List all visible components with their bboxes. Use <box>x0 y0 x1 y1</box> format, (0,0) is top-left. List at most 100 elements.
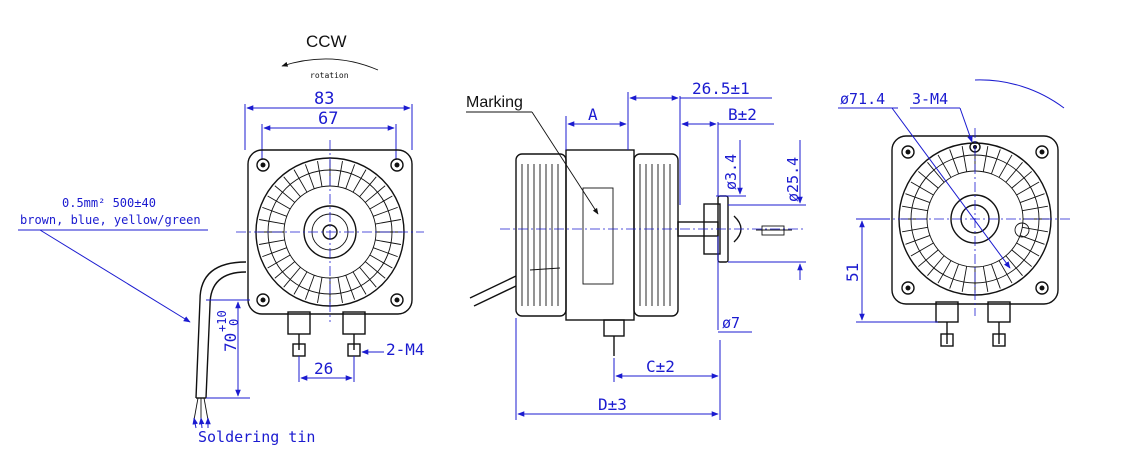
fin-line <box>1005 162 1023 183</box>
dim-strip-tol-upper: +10 <box>215 310 229 332</box>
fin-line <box>337 277 343 303</box>
fin-line <box>352 271 367 295</box>
fin-line <box>961 146 968 172</box>
front-mount-holes <box>256 158 404 307</box>
fin-line <box>949 149 960 175</box>
fin-line <box>1011 249 1032 267</box>
fin-line <box>375 219 401 225</box>
front-terminals <box>287 311 366 357</box>
wire-colors: brown, blue, yellow/green <box>20 213 201 227</box>
dim-shaft: ø7 <box>722 314 740 332</box>
fin-line <box>369 195 393 210</box>
fin-line <box>1022 205 1048 212</box>
fin-line <box>359 266 377 288</box>
fin-line <box>262 247 287 258</box>
dim-c: C±2 <box>646 357 675 376</box>
fin-line <box>259 239 285 245</box>
rotation-arrow <box>281 58 379 71</box>
dim-67: 67 <box>318 109 338 129</box>
dim-83: 83 <box>314 89 334 109</box>
fin-line <box>369 254 393 269</box>
fin-line <box>293 169 308 193</box>
fin-line <box>1016 242 1040 257</box>
dim-terminal-pitch: 26 <box>314 359 333 378</box>
dim-strip-length: 70 <box>221 333 240 352</box>
fin-line <box>345 164 356 189</box>
fin-line <box>927 162 945 183</box>
fin-line <box>990 149 1001 175</box>
marking-label: Marking <box>466 94 523 111</box>
fin-line <box>937 154 952 178</box>
dim-mount-thread: 3-M4 <box>912 90 948 108</box>
dim-height: 51 <box>843 263 862 282</box>
fin-line <box>274 185 296 203</box>
side-cooling-fins <box>521 164 671 306</box>
fin-line <box>910 181 934 196</box>
fin-line <box>905 193 931 204</box>
fin-line <box>317 277 323 303</box>
fin-line <box>1011 171 1032 189</box>
fin-line <box>373 206 398 217</box>
fin-line <box>259 219 285 225</box>
fin-line <box>373 247 398 258</box>
front-cooling-fins <box>258 160 402 304</box>
fin-line <box>998 260 1013 284</box>
fin-line <box>1016 181 1040 196</box>
fin-line <box>274 261 296 279</box>
dim-a: A <box>588 105 598 124</box>
fin-line <box>283 266 301 288</box>
side-fin-housing-left <box>515 153 567 317</box>
rear-cooling-fins <box>901 145 1049 293</box>
fin-line <box>949 263 960 289</box>
fin-line <box>304 164 315 189</box>
fin-line <box>905 234 931 245</box>
fin-line <box>364 185 386 203</box>
rotation-title: CCW <box>306 32 347 51</box>
fin-line <box>364 261 386 279</box>
solder-note: Soldering tin <box>198 428 315 446</box>
fin-line <box>927 255 945 276</box>
dim-hole: ø3.4 <box>722 154 740 190</box>
fin-line <box>918 249 939 267</box>
fin-line <box>283 176 301 198</box>
wire-spec: 0.5mm² 500±40 <box>62 196 156 210</box>
rotation-note: rotation <box>310 71 349 80</box>
dim-b: B±2 <box>728 105 757 124</box>
side-fin-housing-right <box>633 153 679 317</box>
fin-line <box>1019 193 1045 204</box>
fin-line <box>262 206 287 217</box>
dim-d: D±3 <box>598 395 627 414</box>
fin-line <box>982 266 989 292</box>
fin-line <box>267 254 291 269</box>
fin-line <box>937 260 952 284</box>
dim-terminal-thread: 2-M4 <box>386 340 425 359</box>
dim-strip-tol-lower: 0 <box>227 319 241 326</box>
fin-line <box>317 161 323 187</box>
fin-line <box>352 169 367 193</box>
fin-line <box>345 275 356 300</box>
fin-line <box>910 242 934 257</box>
fin-line <box>293 271 308 295</box>
fin-line <box>359 176 377 198</box>
fin-line <box>337 161 343 187</box>
dim-shaft-length: 26.5±1 <box>692 79 750 98</box>
marking-plate <box>582 187 614 285</box>
fin-line <box>1022 226 1048 233</box>
rear-view: ø71.4 3-M4 51 <box>838 79 1070 347</box>
fin-line <box>267 195 291 210</box>
fin-line <box>902 226 928 233</box>
fin-line <box>998 154 1013 178</box>
fin-line <box>902 205 928 212</box>
fin-line <box>990 263 1001 289</box>
fin-line <box>961 266 968 292</box>
front-view: CCW rotation 83 67 <box>18 32 425 446</box>
side-view: Marking A 26.5±1 <box>466 79 806 420</box>
fin-line <box>918 171 939 189</box>
fin-line <box>304 275 315 300</box>
dim-pcd: ø71.4 <box>840 90 885 108</box>
dim-flange: ø25.4 <box>784 157 802 202</box>
fin-line <box>1005 255 1023 276</box>
fin-line <box>982 146 989 172</box>
fin-line <box>375 239 401 245</box>
